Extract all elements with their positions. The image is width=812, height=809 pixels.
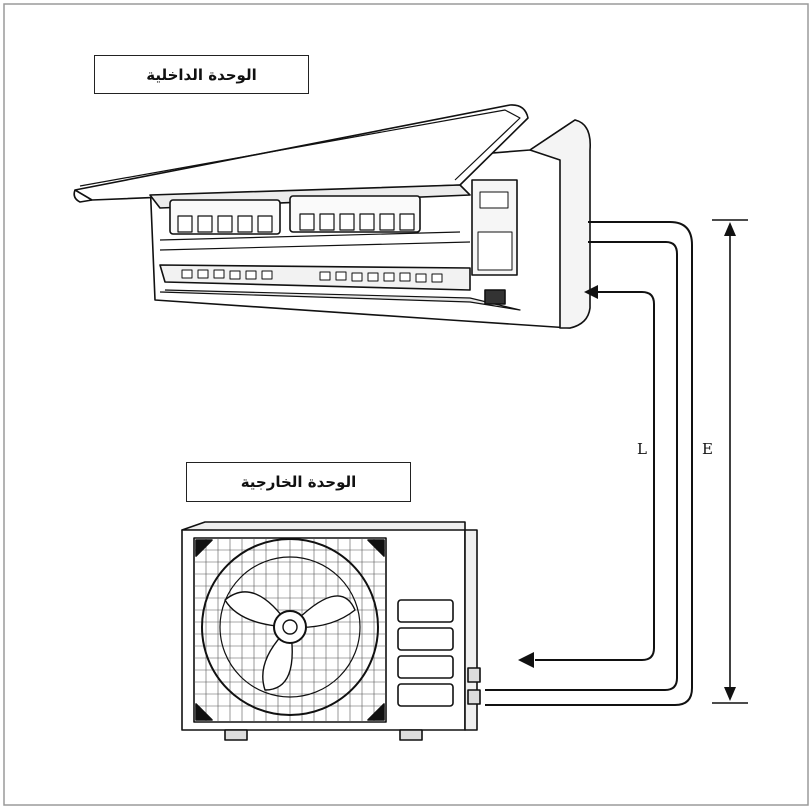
outdoor-unit-label: الوحدة الخارجية bbox=[186, 462, 411, 502]
height-dimension-line bbox=[712, 219, 748, 704]
pipe-length-label: L bbox=[637, 440, 647, 458]
outdoor-unit-label-text: الوحدة الخارجية bbox=[240, 473, 357, 491]
height-difference-label: E bbox=[702, 440, 713, 458]
pipe-arrow-to-outdoor bbox=[518, 652, 534, 668]
outdoor-unit-drawing bbox=[181, 521, 481, 741]
indoor-unit-label: الوحدة الداخلية bbox=[94, 55, 309, 94]
indoor-unit-drawing bbox=[73, 104, 592, 329]
refrigerant-piping bbox=[485, 221, 693, 706]
pipe-arrow-to-indoor bbox=[584, 285, 598, 299]
indoor-unit-label-text: الوحدة الداخلية bbox=[146, 65, 257, 84]
